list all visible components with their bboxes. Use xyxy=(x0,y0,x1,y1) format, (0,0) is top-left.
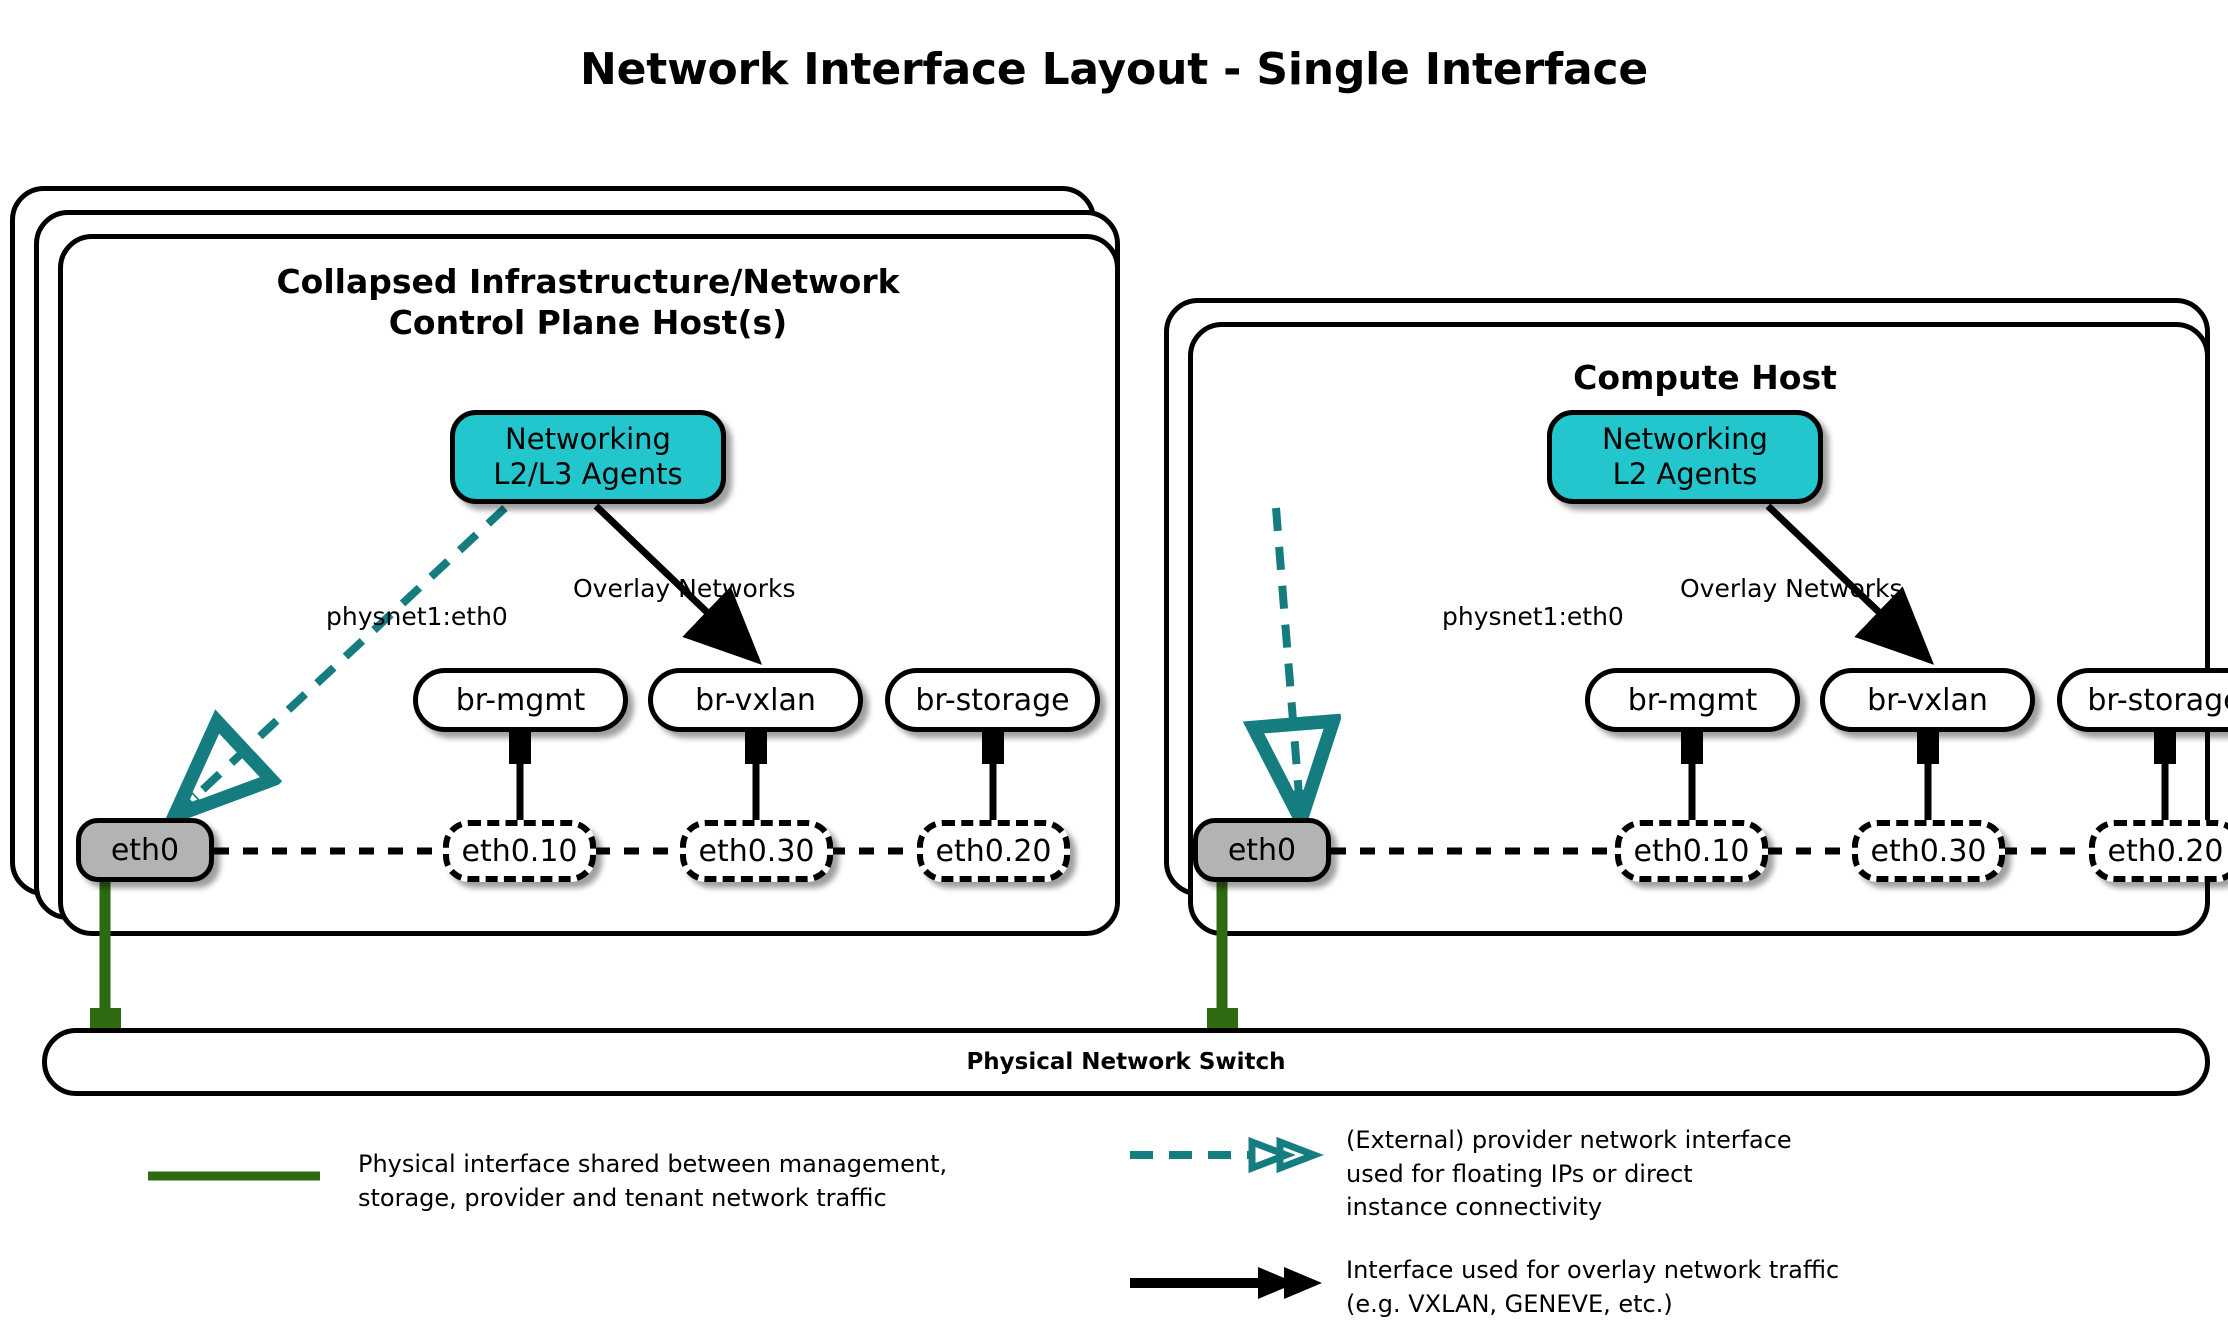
agents-label-line1: Networking xyxy=(1602,421,1768,456)
bridge-br-mgmt-compute[interactable]: br-mgmt xyxy=(1585,668,1800,732)
legend-item-physical-text: Physical interface shared between manage… xyxy=(358,1150,948,1212)
bridge-br-storage-control-plane[interactable]: br-storage xyxy=(885,668,1100,732)
physical-network-switch[interactable]: Physical Network Switch xyxy=(42,1028,2210,1096)
vlan-eth0-30-control-plane[interactable]: eth0.30 xyxy=(680,820,833,882)
page-title: Network Interface Layout - Single Interf… xyxy=(579,44,1648,95)
legend-glyph-provider-arrowhead-1 xyxy=(1248,1136,1296,1174)
vlan-eth0-10-control-plane[interactable]: eth0.10 xyxy=(443,820,596,882)
host-title-control-plane: Collapsed Infrastructure/Network Control… xyxy=(118,262,1058,344)
agents-label-line2: L2/L3 Agents xyxy=(493,457,683,491)
agents-label-line1: Networking xyxy=(505,421,671,456)
provider-caption-compute: physnet1:eth0 xyxy=(1442,602,1624,631)
host-title-line1: Compute Host xyxy=(1573,358,1837,397)
vlan-eth0-30-compute[interactable]: eth0.30 xyxy=(1852,820,2005,882)
physical-interface-eth0-control-plane[interactable]: eth0 xyxy=(76,818,214,882)
legend-glyph-overlay-arrowhead-1 xyxy=(1258,1267,1296,1299)
bridge-br-storage-compute[interactable]: br-storage xyxy=(2057,668,2228,732)
networking-agents-control-plane[interactable]: Networking L2/L3 Agents xyxy=(450,410,726,504)
provider-caption-control-plane: physnet1:eth0 xyxy=(326,602,508,631)
bridge-br-vxlan-compute[interactable]: br-vxlan xyxy=(1820,668,2035,732)
overlay-caption-control-plane: Overlay Networks xyxy=(573,574,796,603)
vlan-eth0-20-control-plane[interactable]: eth0.20 xyxy=(917,820,1070,882)
overlay-caption-compute: Overlay Networks xyxy=(1680,574,1903,603)
legend-glyph-overlay-arrowhead-2 xyxy=(1284,1267,1322,1299)
host-title-line1: Collapsed Infrastructure/Network xyxy=(276,262,900,301)
vlan-eth0-20-compute[interactable]: eth0.20 xyxy=(2089,820,2228,882)
legend-glyph-provider-arrowhead-2 xyxy=(1276,1136,1324,1174)
host-title-compute: Compute Host xyxy=(1240,358,2170,399)
bridge-br-vxlan-control-plane[interactable]: br-vxlan xyxy=(648,668,863,732)
agents-label-line2: L2 Agents xyxy=(1612,457,1758,491)
bridge-br-mgmt-control-plane[interactable]: br-mgmt xyxy=(413,668,628,732)
legend-item-provider-text: (External) provider network interface us… xyxy=(1346,1126,1792,1222)
networking-agents-compute[interactable]: Networking L2 Agents xyxy=(1547,410,1823,504)
vlan-eth0-10-compute[interactable]: eth0.10 xyxy=(1615,820,1768,882)
host-title-line2: Control Plane Host(s) xyxy=(388,302,788,342)
physical-interface-eth0-compute[interactable]: eth0 xyxy=(1193,818,1331,882)
physical-network-switch-label: Physical Network Switch xyxy=(966,1049,1286,1075)
legend-item-overlay-text: Interface used for overlay network traff… xyxy=(1346,1256,1840,1318)
